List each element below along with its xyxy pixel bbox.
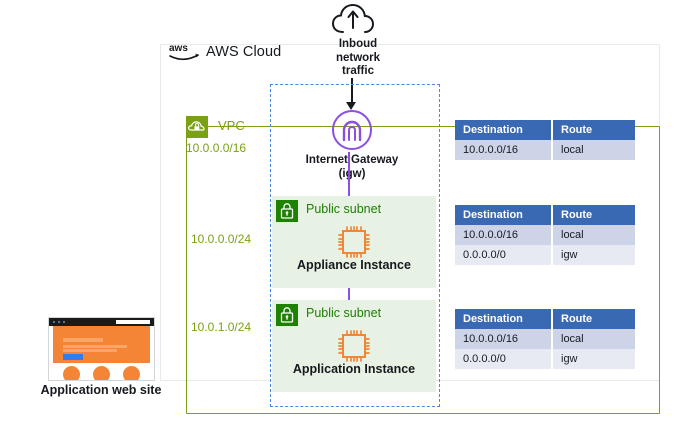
cell-destination: 10.0.0.0/16 bbox=[455, 225, 553, 245]
browser-url-bar bbox=[116, 320, 150, 324]
internet-gateway-label: Internet Gateway (igw) bbox=[284, 153, 420, 181]
subnet-cidr-label: 10.0.0.0/24 bbox=[191, 232, 252, 246]
cell-destination: 10.0.0.0/16 bbox=[455, 329, 553, 349]
column-header-route: Route bbox=[552, 205, 635, 225]
column-header-destination: Destination bbox=[455, 205, 553, 225]
aws-cloud-title: AWS Cloud bbox=[206, 44, 282, 60]
cell-destination: 10.0.0.0/16 bbox=[455, 140, 553, 160]
column-header-route: Route bbox=[552, 120, 635, 140]
table-row: 10.0.0.0/16 local bbox=[455, 225, 635, 245]
traffic-flow-region bbox=[270, 84, 440, 407]
vpc-title: VPC bbox=[218, 118, 245, 133]
cell-route: local bbox=[552, 329, 635, 349]
aws-logo-icon: aws bbox=[168, 40, 202, 62]
table-header-row: Destination Route bbox=[455, 120, 635, 140]
ec2-instance-icon bbox=[335, 224, 373, 260]
inbound-label-line-1: Inboud bbox=[338, 38, 378, 50]
column-header-destination: Destination bbox=[455, 309, 553, 329]
route-table-vpc: Destination Route 10.0.0.0/16 local bbox=[455, 120, 635, 160]
vpc-boundary bbox=[186, 126, 660, 414]
public-subnet-application: Public subnet Application Instance bbox=[272, 300, 436, 392]
cloud-down-arrow-icon bbox=[330, 2, 386, 42]
ec2-instance-icon bbox=[335, 328, 373, 364]
subnet-cidr-label: 10.0.1.0/24 bbox=[191, 320, 252, 334]
instance-label: Application Instance bbox=[292, 362, 416, 376]
column-header-route: Route bbox=[552, 309, 635, 329]
application-web-site-label: Application web site bbox=[40, 383, 162, 397]
vpc-cidr-label: 10.0.0.0/16 bbox=[186, 141, 247, 155]
inbound-arrow-head bbox=[346, 102, 356, 110]
inbound-label-line-3: traffic bbox=[342, 65, 374, 77]
padlock-icon bbox=[276, 304, 298, 326]
browser-dot bbox=[63, 321, 65, 323]
table-row: 10.0.0.0/16 local bbox=[455, 329, 635, 349]
cell-route: local bbox=[552, 225, 635, 245]
cell-destination: 0.0.0.0/0 bbox=[455, 349, 553, 369]
subnet-title: Public subnet bbox=[306, 202, 382, 216]
route-table-application-subnet: Destination Route 10.0.0.0/16 local 0.0.… bbox=[455, 309, 635, 369]
website-feature-circle bbox=[123, 366, 140, 380]
table-header-row: Destination Route bbox=[455, 309, 635, 329]
website-text-placeholder bbox=[63, 345, 127, 348]
browser-dot bbox=[53, 321, 55, 323]
table-row: 0.0.0.0/0 igw bbox=[455, 349, 635, 369]
igw-label-line-1: Internet Gateway bbox=[305, 154, 399, 166]
website-feature-circle bbox=[63, 366, 80, 380]
vpc-cloud-lock-icon bbox=[186, 116, 208, 138]
table-row: 0.0.0.0/0 igw bbox=[455, 245, 635, 265]
internet-gateway-icon bbox=[330, 108, 374, 152]
website-feature-circle bbox=[93, 366, 110, 380]
cell-route: igw bbox=[552, 245, 635, 265]
cell-route: igw bbox=[552, 349, 635, 369]
igw-label-line-2: (igw) bbox=[338, 168, 366, 180]
website-cta-button bbox=[63, 354, 83, 360]
website-text-placeholder bbox=[63, 349, 117, 352]
table-header-row: Destination Route bbox=[455, 205, 635, 225]
route-table-appliance-subnet: Destination Route 10.0.0.0/16 local 0.0.… bbox=[455, 205, 635, 265]
column-header-destination: Destination bbox=[455, 120, 553, 140]
padlock-icon bbox=[276, 200, 298, 222]
browser-dot bbox=[58, 321, 60, 323]
table-row: 10.0.0.0/16 local bbox=[455, 140, 635, 160]
inbound-traffic-label: Inboud network traffic bbox=[316, 38, 400, 79]
svg-text:aws: aws bbox=[169, 43, 188, 54]
browser-window-icon bbox=[48, 317, 155, 381]
inbound-label-line-2: network bbox=[335, 51, 381, 64]
cell-route: local bbox=[552, 140, 635, 160]
cell-destination: 0.0.0.0/0 bbox=[455, 245, 553, 265]
instance-label: Appliance Instance bbox=[297, 258, 411, 272]
website-heading-placeholder bbox=[63, 338, 103, 342]
inbound-arrow-line bbox=[351, 78, 353, 106]
subnet-title: Public subnet bbox=[306, 306, 382, 320]
browser-title-bar bbox=[49, 318, 154, 326]
public-subnet-appliance: Public subnet Appliance Instance bbox=[272, 196, 436, 288]
